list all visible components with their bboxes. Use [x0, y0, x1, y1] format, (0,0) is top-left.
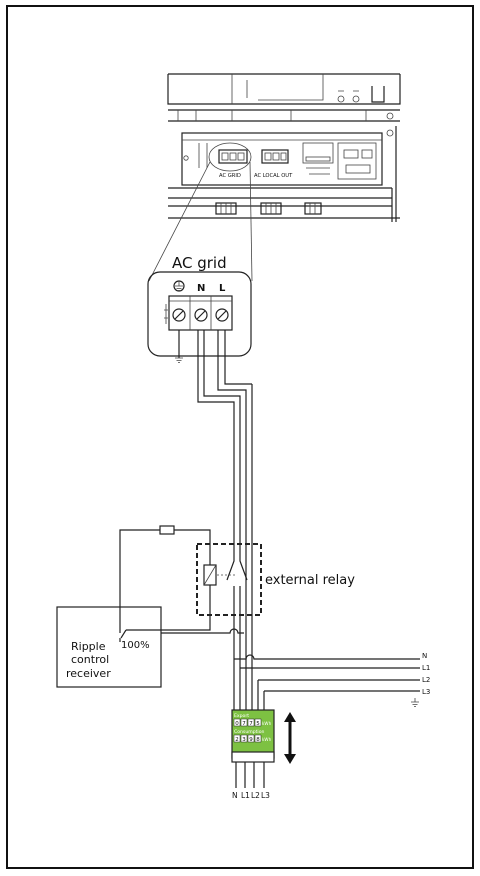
- contact-label: 100%: [121, 640, 150, 651]
- grid-label-l1: L1: [422, 664, 430, 672]
- export-digit: 5: [256, 721, 260, 727]
- page-border: [6, 5, 474, 869]
- ac-grid-callout-box: [147, 271, 252, 357]
- grid-line-n: [234, 654, 420, 660]
- ground-icon: [175, 357, 183, 363]
- ac-local-out-port-label: AC LOCAL OUT: [254, 173, 293, 179]
- meter-consumption-digits: 2 3 9 8 kWh: [233, 734, 272, 743]
- meter-export-unit: kWh: [262, 721, 272, 726]
- terminal-l-label: L: [219, 283, 226, 294]
- ripple-receiver-box: [56, 606, 162, 688]
- ripple-receiver-label-3: receiver: [66, 667, 111, 680]
- screw-icon: [215, 308, 229, 322]
- meter-terminal-n: N: [232, 791, 238, 800]
- grid-label-l3: L3: [422, 688, 430, 696]
- export-digit: 0: [235, 721, 239, 727]
- relay-label: external relay: [265, 573, 355, 588]
- fuse-icon: [159, 525, 175, 535]
- external-relay: external relay: [196, 525, 355, 630]
- ac-grid-port-label: AC GRID: [219, 173, 241, 179]
- screw-icon: [172, 308, 186, 322]
- bidirectional-arrow-icon: [284, 712, 296, 764]
- ac-grid-title: AC grid: [172, 254, 227, 272]
- ground-icon: [411, 698, 419, 707]
- meter-terminal-l2: L2: [251, 791, 260, 800]
- relay-dashed-box: [196, 543, 262, 616]
- inverter-device: AC GRID AC LOCAL OUT: [167, 73, 401, 222]
- meter-consumption-unit: kWh: [262, 737, 272, 742]
- meter-export-label: Export: [234, 713, 249, 719]
- consumption-digit: 8: [256, 737, 260, 743]
- grid-label-n: N: [422, 652, 427, 660]
- consumption-digit: 9: [249, 737, 253, 743]
- ac-grid-callout: AC grid N L: [147, 254, 252, 525]
- callout-line-right: [249, 161, 253, 282]
- consumption-digit: 3: [242, 737, 246, 743]
- grid-line-l3: [263, 690, 420, 710]
- callout-line-left: [148, 161, 211, 282]
- ripple-receiver-label-2: control: [71, 653, 109, 666]
- meter-terminal-l1: L1: [241, 791, 250, 800]
- callout-circle: [208, 142, 252, 172]
- meter-body: [231, 709, 275, 759]
- grid-lines: N L1 L2 L3: [161, 384, 430, 710]
- ripple-receiver-label-1: Ripple: [71, 640, 106, 653]
- meter-terminal-l3: L3: [261, 791, 270, 800]
- meter-export-digits: 0 7 7 5 kWh: [233, 718, 272, 727]
- grid-label-l2: L2: [422, 676, 430, 684]
- connector-panel: [181, 132, 383, 186]
- ac-local-out-port: [261, 149, 289, 164]
- screw-icon: [194, 308, 208, 322]
- energy-meter: Export 0 7 7 5 kWh Consumption 2 3 9 8 k…: [231, 709, 275, 800]
- terminal-n-label: N: [197, 283, 205, 294]
- export-digit: 7: [249, 721, 253, 727]
- grid-line-l2: [257, 679, 420, 710]
- meter-consumption-label: Consumption: [234, 729, 265, 735]
- terminal-block: [168, 295, 233, 331]
- ripple-control-receiver: Ripple control receiver: [56, 606, 162, 688]
- consumption-digit: 2: [235, 737, 239, 743]
- export-digit: 7: [242, 721, 246, 727]
- control-circuit: 100%: [119, 525, 211, 651]
- ac-grid-port: [218, 149, 248, 164]
